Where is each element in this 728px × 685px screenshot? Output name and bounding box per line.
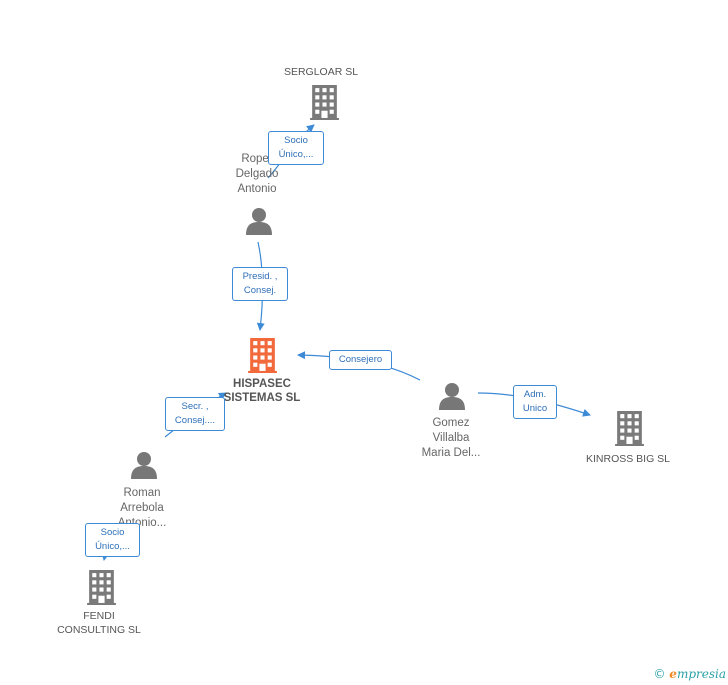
edge-label-roman-fendi: Socio Único,... — [85, 523, 140, 557]
building-icon[interactable] — [248, 338, 277, 373]
building-icon[interactable] — [615, 411, 644, 446]
person-icon[interactable] — [246, 208, 272, 235]
person-icon[interactable] — [439, 383, 465, 410]
building-icon[interactable] — [87, 570, 116, 605]
edge-label-gomez-hispasec: Consejero — [329, 350, 392, 370]
node-label-fendi[interactable]: FENDI CONSULTING SL — [57, 610, 141, 636]
node-label-sergloar[interactable]: SERGLOAR SL — [283, 66, 359, 78]
brand-initial: e — [669, 667, 677, 681]
node-label-kinross[interactable]: KINROSS BIG SL — [585, 453, 671, 465]
edge-label-roman-hispasec: Secr. , Consej.... — [165, 397, 225, 431]
empresia-logo: © empresia — [653, 667, 726, 681]
node-label-hispasec[interactable]: HISPASEC SISTEMAS SL — [223, 378, 301, 404]
node-label-roper[interactable]: Roper Delgado Antonio — [235, 153, 279, 195]
building-icon[interactable] — [310, 85, 339, 120]
brand-name: mpresia — [676, 667, 726, 681]
edge-label-roper-sergloar: Socio Único,... — [268, 131, 324, 165]
edge-label-roper-hispasec: Presid. , Consej. — [232, 267, 288, 301]
copyright-symbol: © — [653, 667, 666, 681]
edge-label-gomez-kinross: Adm. Unico — [513, 385, 557, 419]
node-label-gomez[interactable]: Gomez Villalba Maria Del... — [421, 417, 481, 459]
person-icon[interactable] — [131, 452, 157, 479]
